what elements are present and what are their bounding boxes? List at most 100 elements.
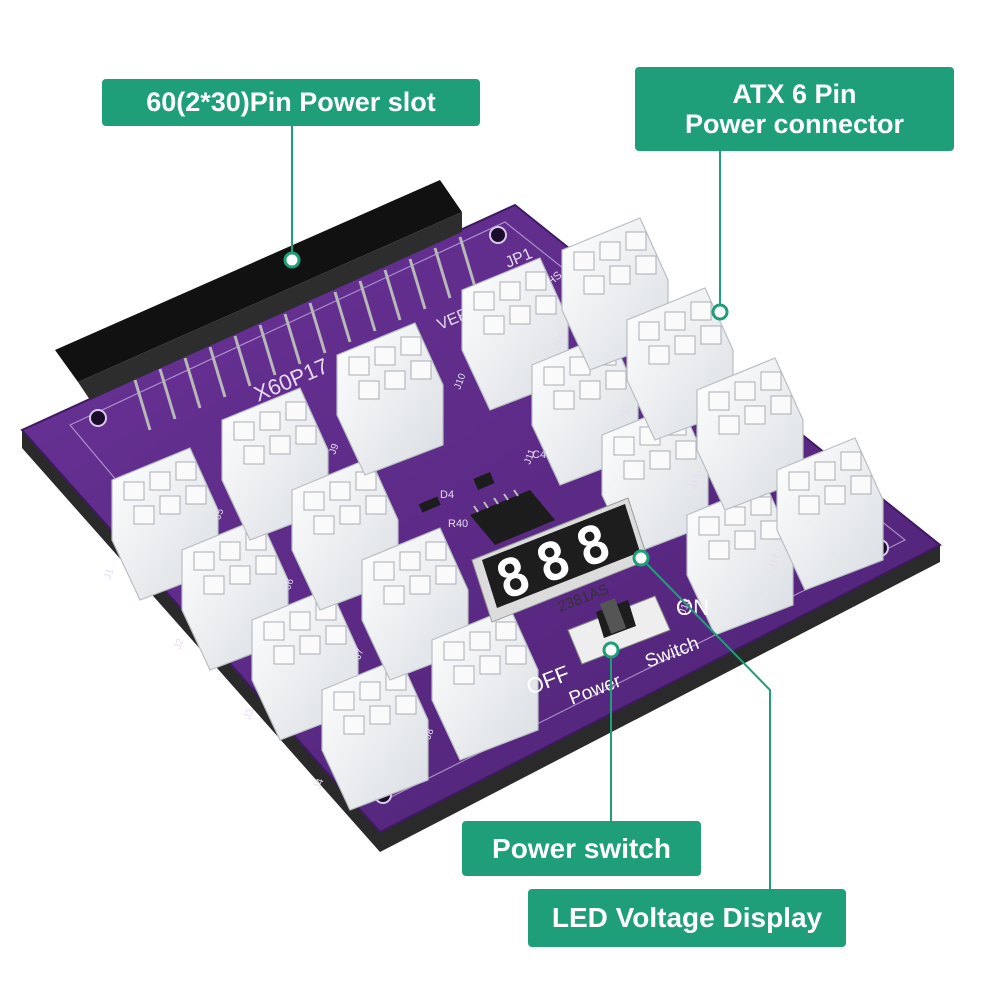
callout-power-slot: 60(2*30)Pin Power slot xyxy=(102,79,480,126)
pin-opening xyxy=(343,715,365,735)
pin-opening xyxy=(583,275,605,295)
pin-opening xyxy=(734,530,756,550)
pin-opening xyxy=(553,390,575,410)
callout-atx-connector: ATX 6 Pin Power connector xyxy=(635,67,954,151)
callout-atx-line1: ATX 6 Pin xyxy=(732,78,857,109)
pin-opening xyxy=(473,291,495,311)
pin-opening xyxy=(348,356,370,376)
pin-opening xyxy=(233,421,255,441)
d4-label: D4 xyxy=(440,489,454,501)
pin-opening xyxy=(255,555,277,575)
atx-connector-j17: J17 xyxy=(767,437,884,591)
pin-opening xyxy=(365,495,387,515)
atx-connector-j8: J8 xyxy=(422,607,539,761)
pin-opening xyxy=(159,495,181,515)
pin-opening xyxy=(369,705,391,725)
connector-label: J17 xyxy=(767,552,783,571)
pin-opening xyxy=(770,395,792,415)
pin-opening xyxy=(798,495,820,515)
pin-opening xyxy=(625,231,647,251)
led-voltage-display: 8 8 8 2381AS xyxy=(471,497,649,623)
pin-opening xyxy=(734,381,756,401)
pin-opening xyxy=(469,631,491,651)
leader-lines xyxy=(291,126,771,889)
pin-opening xyxy=(495,621,517,641)
callout-power-switch-text: Power switch xyxy=(492,832,671,864)
pin-opening xyxy=(750,496,772,516)
pin-opening xyxy=(525,271,547,291)
r40-label: R40 xyxy=(448,518,468,530)
pin-opening xyxy=(700,325,722,345)
diode-d4 xyxy=(418,496,441,513)
connector-label: J4 xyxy=(312,777,326,791)
pin-opening xyxy=(339,505,361,525)
connector-label: J15 xyxy=(617,402,633,421)
leader-markers xyxy=(283,251,729,659)
pin-opening xyxy=(840,451,862,471)
pin-opening xyxy=(483,315,505,335)
pin-opening xyxy=(850,475,872,495)
pin-opening xyxy=(425,541,447,561)
callout-led-display-text: LED Voltage Display xyxy=(551,902,823,934)
pin-opening xyxy=(395,695,417,715)
pin-opening xyxy=(479,655,501,675)
pin-opening xyxy=(358,380,380,400)
pin-opening xyxy=(708,540,730,560)
pin-opening xyxy=(453,665,475,685)
pin-opening xyxy=(599,241,621,261)
pin-opening xyxy=(229,565,251,585)
connector-label: J16 xyxy=(687,472,703,491)
callout-power-slot-text: 60(2*30)Pin Power slot xyxy=(146,87,436,118)
pin-opening xyxy=(313,515,335,535)
pin-opening xyxy=(718,415,740,435)
pin-opening xyxy=(175,461,197,481)
pin-opening xyxy=(623,460,645,480)
callout-atx-line2: Power connector xyxy=(684,109,905,139)
connector-label: J2 xyxy=(172,637,186,651)
pin-opening xyxy=(263,621,285,641)
c4-label: C4 xyxy=(532,449,546,461)
atx-6pin-connectors: J1J2J3J4J5J6J7J8J9J10J11J12J13J14J15J16J… xyxy=(102,217,884,811)
pin-opening xyxy=(499,281,521,301)
connector-label: J6 xyxy=(282,577,296,591)
pin-opening xyxy=(690,301,712,321)
leader-led xyxy=(640,557,771,889)
pin-opening xyxy=(333,691,355,711)
pin-opening xyxy=(410,360,432,380)
pin-opening xyxy=(185,485,207,505)
connector-label: J10 xyxy=(452,372,468,391)
power-switch[interactable] xyxy=(567,595,671,665)
pin-opening xyxy=(675,440,697,460)
pin-opening xyxy=(203,575,225,595)
pin-opening xyxy=(649,450,671,470)
pin-opening xyxy=(648,345,670,365)
connector-label: J11 xyxy=(522,447,538,466)
pin-opening xyxy=(259,411,281,431)
callout-led-display: LED Voltage Display xyxy=(528,889,846,947)
pin-opening xyxy=(724,506,746,526)
pin-opening xyxy=(609,265,631,285)
connector-label: J7 xyxy=(352,647,366,661)
pin-opening xyxy=(635,255,657,275)
pin-opening xyxy=(443,641,465,661)
pin-opening xyxy=(744,405,766,425)
pin-opening xyxy=(329,481,351,501)
connector-label: J1 xyxy=(102,567,116,581)
pin-opening xyxy=(149,471,171,491)
small-transistor xyxy=(473,471,495,491)
pin-opening xyxy=(543,366,565,386)
pin-opening xyxy=(760,371,782,391)
pin-opening xyxy=(295,425,317,445)
pin-opening xyxy=(708,391,730,411)
callout-power-switch: Power switch xyxy=(462,821,701,876)
pin-opening xyxy=(638,321,660,341)
connector-label: J8 xyxy=(422,727,436,741)
pin-opening xyxy=(579,380,601,400)
pin-opening xyxy=(435,565,457,585)
pin-opening xyxy=(788,471,810,491)
pin-opening xyxy=(123,481,145,501)
pin-opening xyxy=(674,335,696,355)
pin-opening xyxy=(325,625,347,645)
atx-connector-j9: J9 xyxy=(327,322,444,476)
